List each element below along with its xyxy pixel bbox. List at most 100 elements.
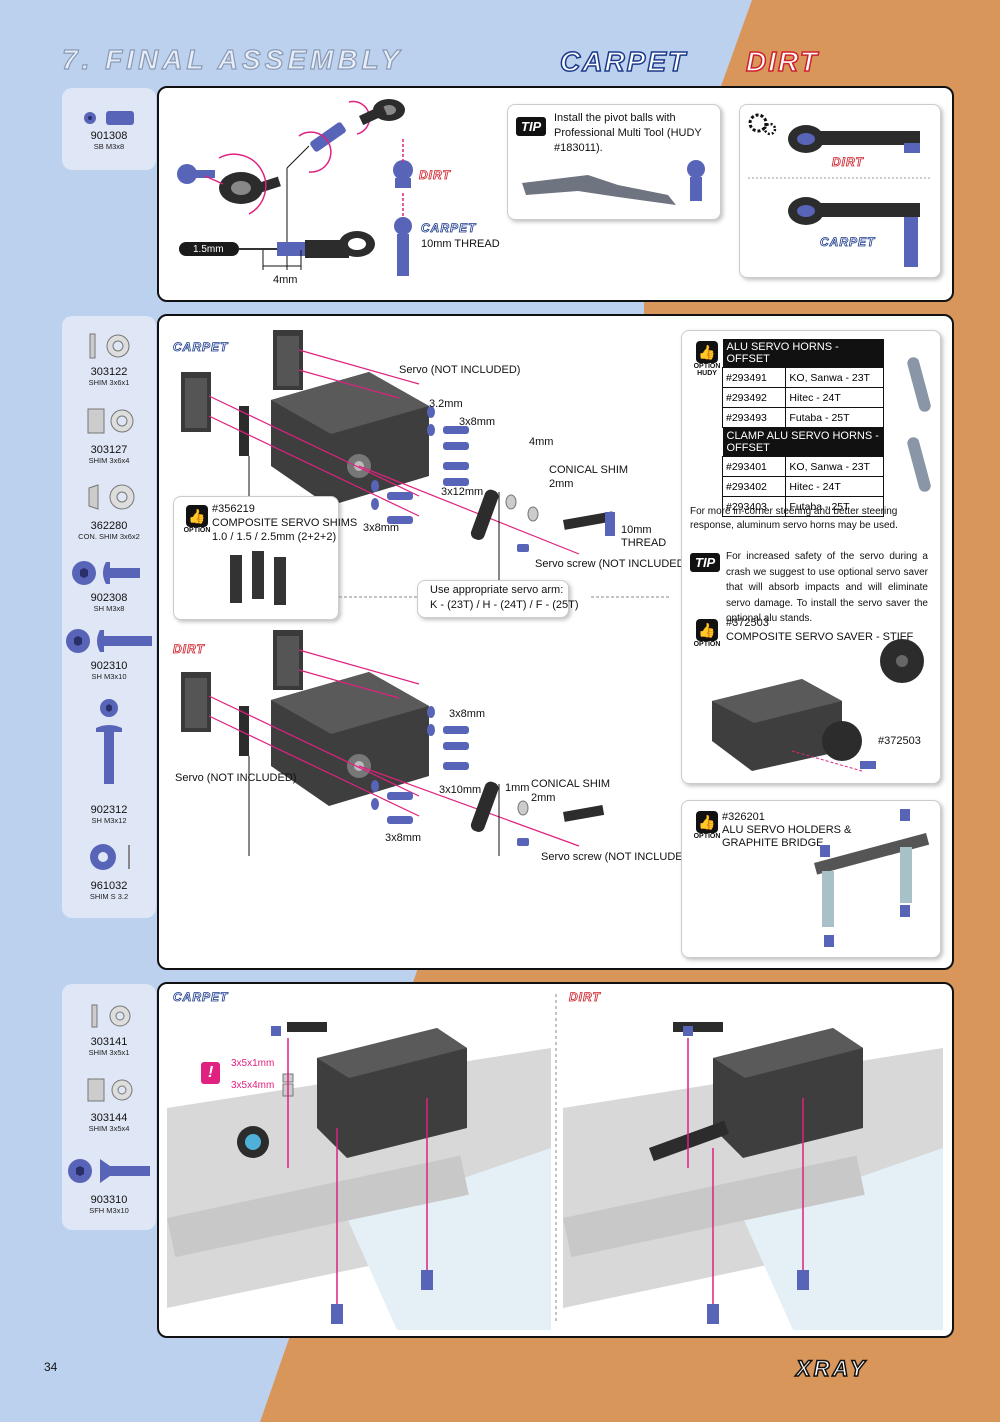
thumbs-up-icon: 👍 [696, 619, 718, 641]
saver-callout-code: #372503 [878, 735, 921, 747]
part-desc: SHIM 3x6x1 [88, 378, 130, 387]
hudy-label: HUDY [697, 370, 717, 377]
xray-logo: XRAY [795, 1355, 868, 1382]
part-desc: SB M3x8 [93, 142, 125, 151]
compare-carpet-tag: CARPET [820, 235, 876, 250]
size-label: 3x8mm [363, 522, 400, 534]
table-cell: #293491 [721, 367, 787, 388]
holders-drawing [814, 809, 930, 947]
table-cell: #293492 [721, 387, 787, 408]
part-desc: SH M3x12 [91, 816, 127, 825]
table-cell: Futaba - 25T [785, 496, 884, 517]
carpet-tag: CARPET [173, 990, 229, 1005]
note-line1: Use appropriate servo arm: [430, 584, 564, 596]
shim-label: 2mm [531, 792, 556, 804]
option-name: COMPOSITE SERVO SHIMS [212, 517, 358, 529]
table-cell: KO, Sanwa - 23T [785, 456, 884, 477]
ball-stud-icon [84, 111, 134, 125]
shim-label: 2mm [549, 478, 574, 490]
table-cell: #293403 [721, 496, 787, 517]
option-label: OPTION [693, 363, 721, 370]
servo-arm-note: Use appropriate servo arm: K - (23T) / H… [417, 580, 579, 618]
tip-badge: TIP [516, 117, 547, 136]
option-name: COMPOSITE SERVO SAVER - STIFF [726, 631, 914, 643]
shim-s32-icon [90, 844, 130, 870]
page-number: 34 [44, 1360, 58, 1374]
shim-3x5x1-icon [91, 1004, 131, 1028]
option-label: OPTION [693, 641, 721, 648]
part-code: 901308 [90, 130, 128, 142]
page-title: 7. FINAL ASSEMBLY [61, 43, 404, 75]
part-desc: SHIM S 3.2 [89, 892, 129, 901]
separator-line [748, 177, 932, 179]
carpet-tag: CARPET [421, 221, 477, 236]
size-label: 3x12mm [441, 486, 484, 498]
thumbs-up-icon: 👍 [186, 505, 208, 527]
alu-holders-option: 👍 OPTION #326201 ALU SERVO HOLDERS & GRA… [681, 800, 941, 958]
rod-end-carpet-drawing [788, 197, 920, 267]
shim-size-label: 3x5x1mm [231, 1058, 275, 1069]
table-cell: #293402 [721, 476, 787, 497]
thumbs-up-icon: 👍 [696, 811, 718, 833]
table-cell: #293493 [721, 407, 787, 428]
option-label: OPTION [183, 527, 211, 534]
horns-note: For more in-corner steering and better s… [690, 506, 898, 531]
part-desc: SHIM 3x5x1 [88, 1048, 130, 1057]
shim-3x5x4-icon [87, 1078, 133, 1102]
composite-shims-option: 👍 OPTION #356219 COMPOSITE SERVO SHIMS 1… [173, 496, 357, 620]
part-desc: SFH M3x10 [89, 1206, 129, 1215]
dirt-tag: DIRT [173, 642, 205, 657]
size-label: 3x8mm [385, 832, 422, 844]
table-header: ALU SERVO HORNS - OFFSET [722, 339, 884, 368]
option-label: OPTION [693, 833, 721, 840]
carpet-badge: CARPET [559, 45, 688, 78]
option-code: #372503 [726, 617, 769, 629]
assembly-panel-2: CARPET DIRT Servo (NOT INCLUDED) 3.2mm [157, 314, 954, 970]
thread-label: THREAD [621, 537, 667, 549]
dirt-chassis-drawing [563, 1022, 943, 1330]
carpet-tag: CARPET [173, 340, 229, 355]
part-desc: CON. SHIM 3x6x2 [78, 532, 140, 541]
part-code: 961032 [90, 880, 128, 892]
size-label: 3.2mm [429, 398, 463, 410]
dirt-tag: DIRT [569, 990, 601, 1005]
compare-dirt-tag: DIRT [832, 155, 864, 170]
table-cell: Hitec - 24T [785, 387, 884, 408]
assembly-panel-1: 1.5mm 4mm DIRT CARPET 10mm THREAD TIP In… [157, 86, 954, 302]
gear-check-icon [748, 113, 777, 136]
dirt-tag: DIRT [419, 168, 451, 183]
table-header: CLAMP ALU SERVO HORNS - OFFSET [722, 427, 884, 457]
servo-label: Servo (NOT INCLUDED) [175, 772, 297, 784]
carpet-servo-drawing [181, 330, 615, 596]
tip-text: Install the pivot balls with Professiona… [554, 112, 702, 154]
size-label: 3x8mm [449, 708, 486, 720]
part-code: 303141 [90, 1036, 128, 1048]
rod-end-dirt-drawing [788, 125, 920, 153]
table-cell: Futaba - 25T [785, 407, 884, 428]
thumbs-up-icon: 👍 [696, 341, 718, 363]
conical-shim-icon [88, 484, 135, 510]
assembly-panel-3: CARPET DIRT ! 3x5x1mm 3x5x4mm [157, 982, 954, 1338]
part-code: 303122 [90, 366, 128, 378]
screw-sfh-m3x10-icon [68, 1159, 150, 1183]
alu-horn-drawing [907, 357, 931, 492]
shim-label: CONICAL SHIM [549, 464, 629, 476]
tip-text: For increased safety of the servo during… [726, 551, 928, 624]
screw-m3x8-icon [72, 561, 140, 585]
note-line2: K - (23T) / H - (24T) / F - (25T) [430, 599, 579, 611]
shims-drawing [230, 551, 286, 605]
compare-callout: DIRT CARPET [739, 104, 941, 278]
dirt-badge: DIRT [745, 45, 819, 78]
dimension-label: 4mm [273, 274, 298, 286]
table-cell: #293401 [721, 456, 787, 477]
servo-horns-option: 👍 OPTION HUDY ALU SERVO HORNS - OFFSET #… [681, 330, 941, 784]
dirt-servo-drawing [181, 630, 605, 856]
turnbuckle-drawing [177, 99, 413, 276]
dashed-divider [339, 596, 669, 598]
warning-badge: ! [201, 1062, 221, 1084]
